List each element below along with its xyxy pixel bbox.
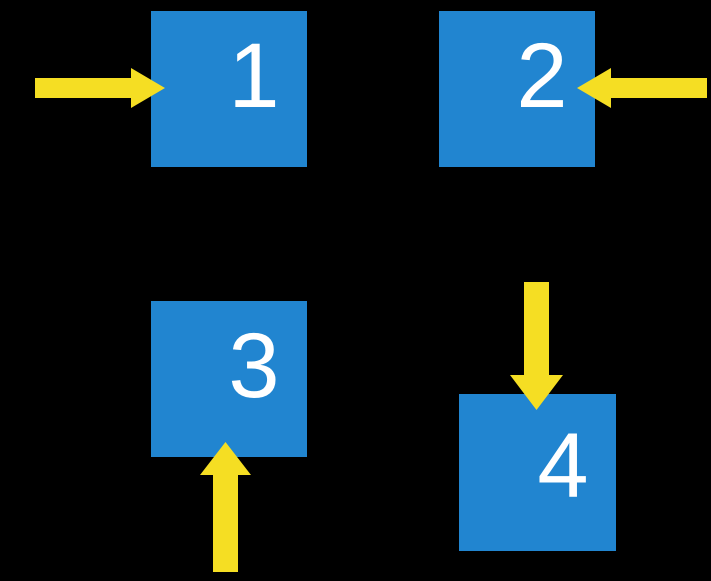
arrow-down-icon <box>510 282 563 410</box>
node-label-2: 2 <box>516 25 568 127</box>
node-label-3: 3 <box>228 315 280 417</box>
node-box-4[interactable] <box>459 394 616 551</box>
node-label-4: 4 <box>537 415 589 517</box>
node-box-2[interactable] <box>439 11 595 167</box>
node-box-1[interactable] <box>151 11 307 167</box>
node-box-3[interactable] <box>151 301 307 457</box>
arrow-right-icon <box>35 68 165 108</box>
arrow-up-icon <box>200 442 251 572</box>
node-label-1: 1 <box>228 25 280 127</box>
arrow-left-icon <box>577 68 707 108</box>
